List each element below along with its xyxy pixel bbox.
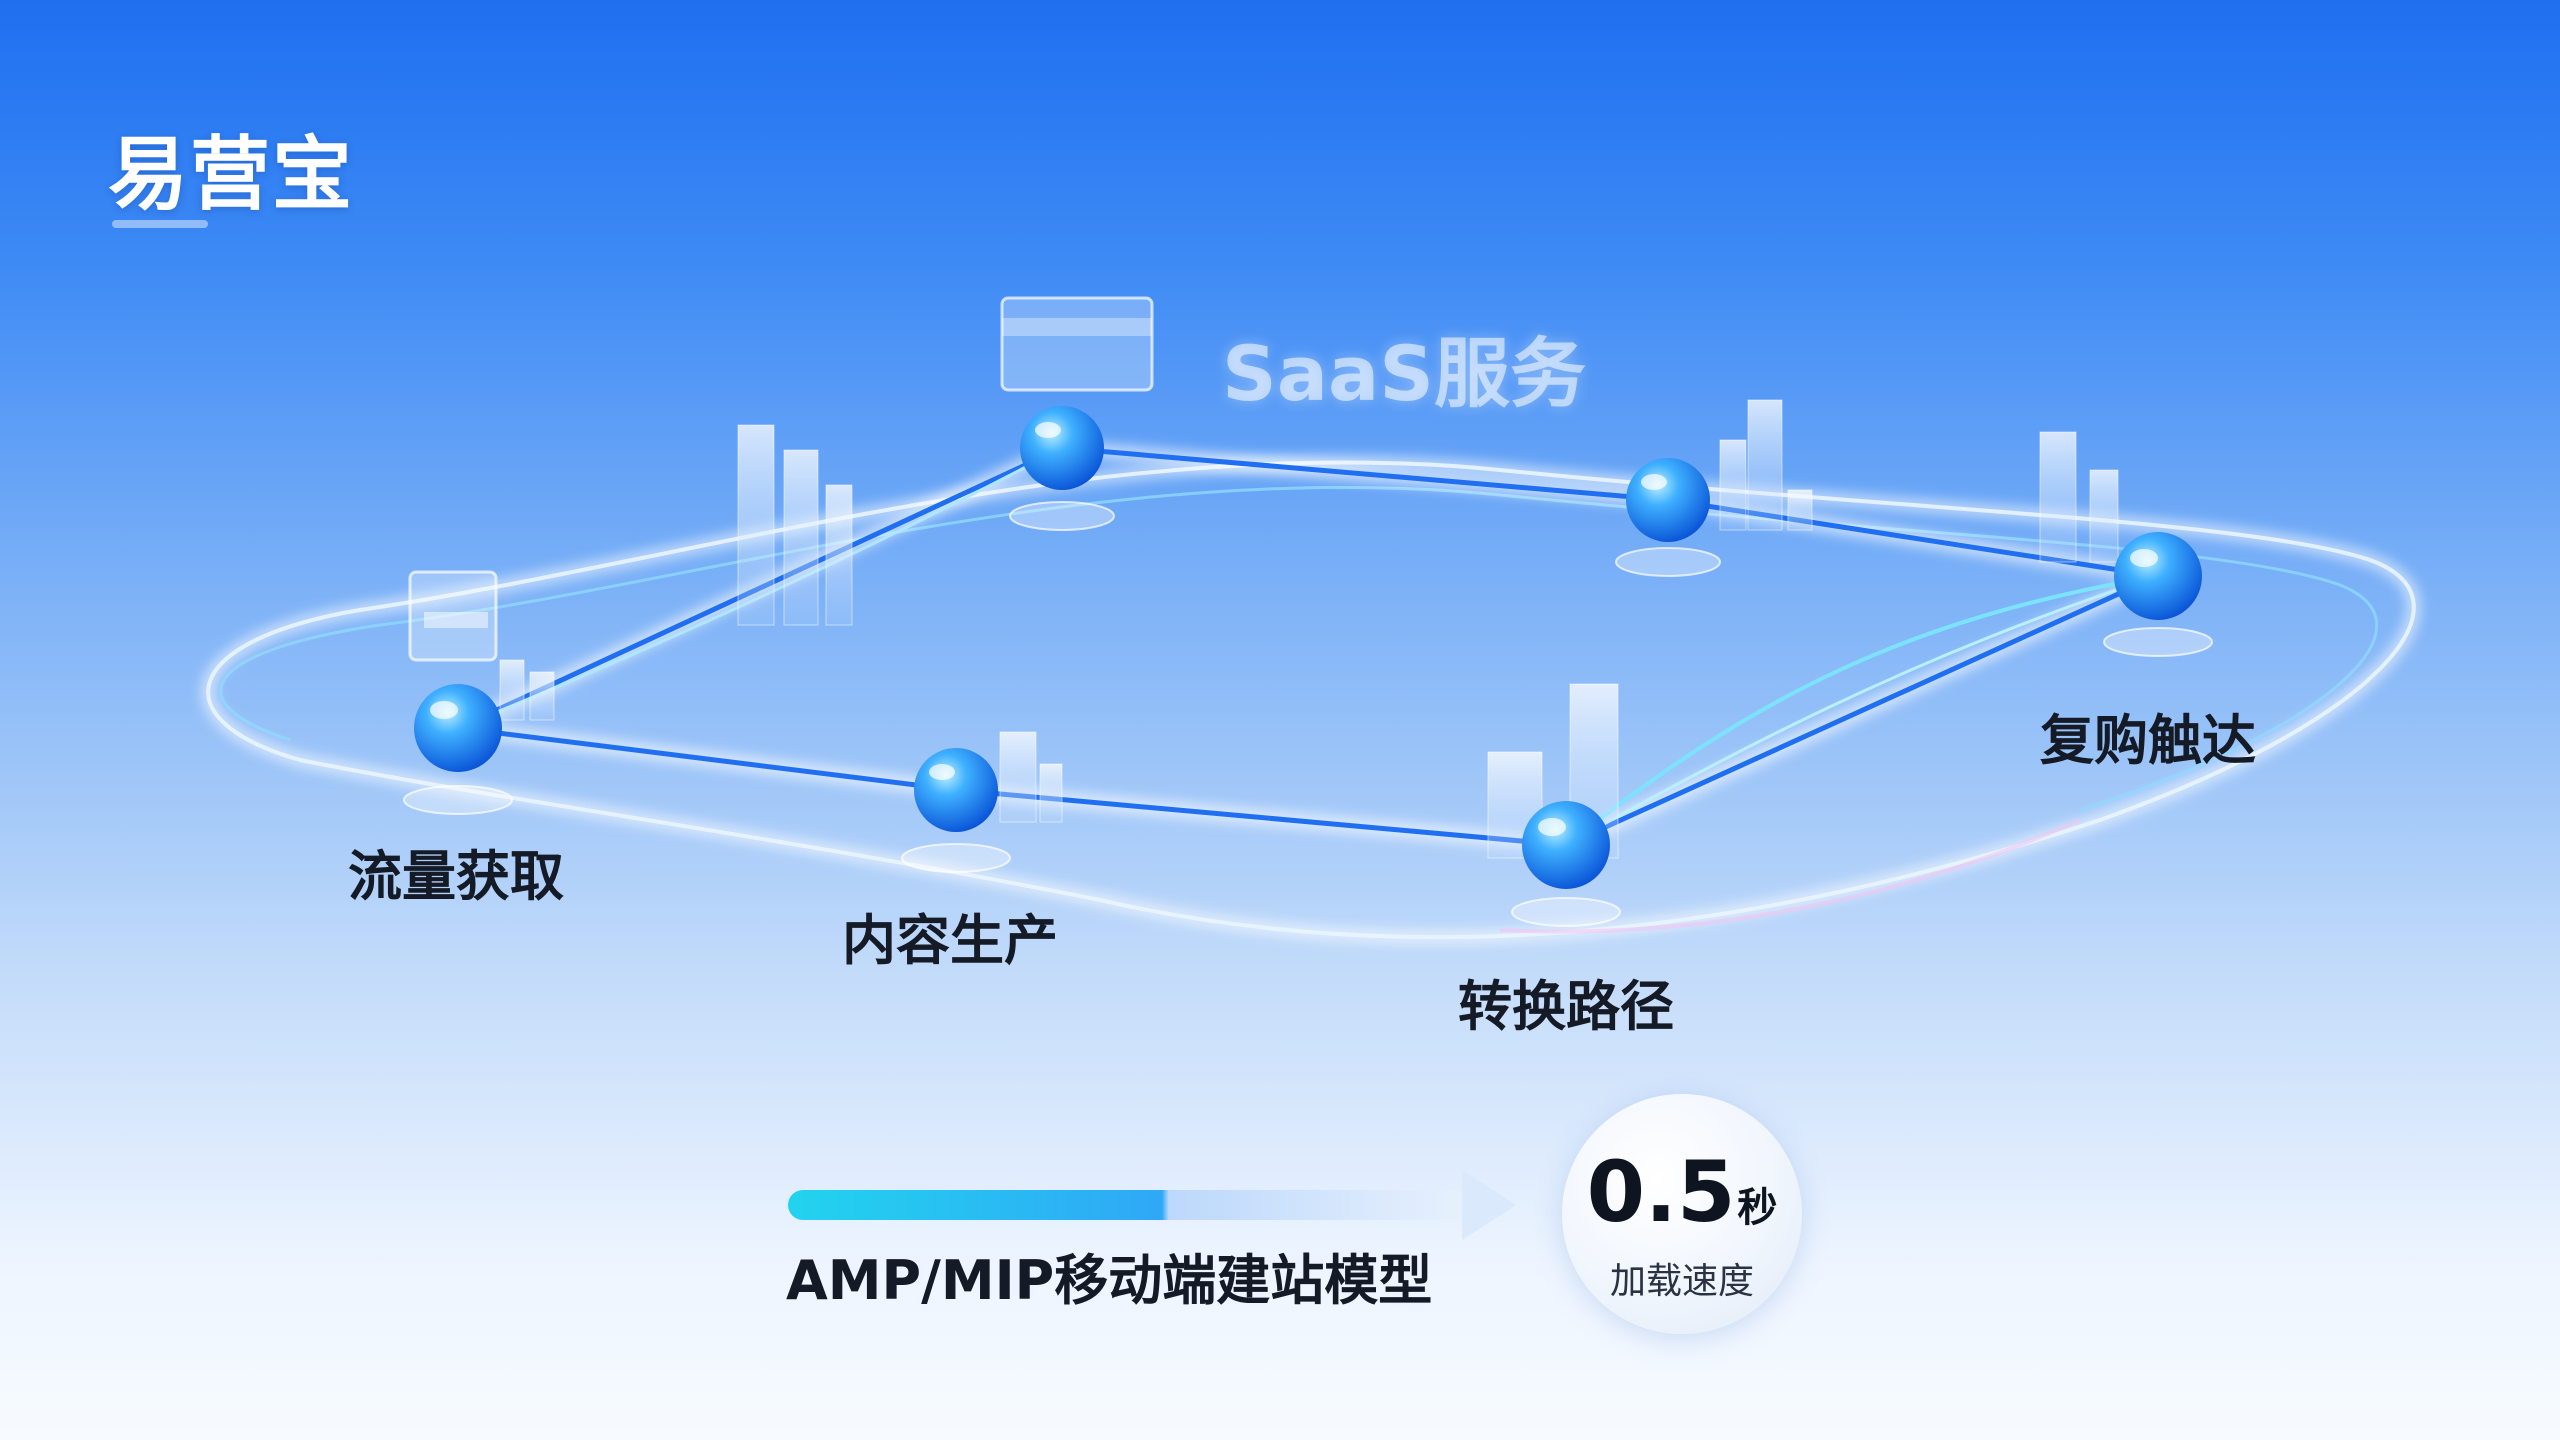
bar-cluster-2 xyxy=(1719,399,1813,531)
node-label-conversion: 转换路径 xyxy=(1458,975,1674,1038)
speed-unit: 秒 xyxy=(1737,1185,1778,1231)
node-content[interactable] xyxy=(901,748,1011,873)
speed-value-wrap: 0.5秒 xyxy=(1562,1150,1802,1234)
brand-title: 易营宝 xyxy=(108,128,354,221)
node-repurchase[interactable] xyxy=(2103,532,2213,657)
node-label-repurchase: 复购触达 xyxy=(2040,709,2256,772)
brand-underline xyxy=(112,220,208,228)
feature-label: AMP/MIP移动端建站模型 xyxy=(786,1249,1433,1312)
node-label-content: 内容生产 xyxy=(842,909,1058,972)
glass-panel-saas xyxy=(1000,296,1154,392)
glass-panel-left xyxy=(408,570,498,662)
speed-progress-bar xyxy=(788,1170,1516,1240)
bar-cluster-6 xyxy=(499,659,555,721)
speed-value: 0.5 xyxy=(1586,1143,1736,1241)
node-right-top[interactable] xyxy=(1615,458,1721,577)
saas-service-label: SaaS服务 xyxy=(1222,329,1587,418)
bar-cluster-1 xyxy=(737,424,853,626)
node-saas-top[interactable] xyxy=(1009,406,1115,531)
bar-cluster-4 xyxy=(999,731,1063,823)
bar-cluster-3 xyxy=(2039,431,2119,563)
node-traffic[interactable] xyxy=(403,684,513,815)
outer-loop-ribbon xyxy=(201,455,2421,945)
speed-badge: 0.5秒 加载速度 xyxy=(1562,1094,1802,1334)
node-conversion[interactable] xyxy=(1511,801,1621,927)
node-label-traffic: 流量获取 xyxy=(348,845,564,908)
speed-label: 加载速度 xyxy=(1609,1261,1754,1302)
